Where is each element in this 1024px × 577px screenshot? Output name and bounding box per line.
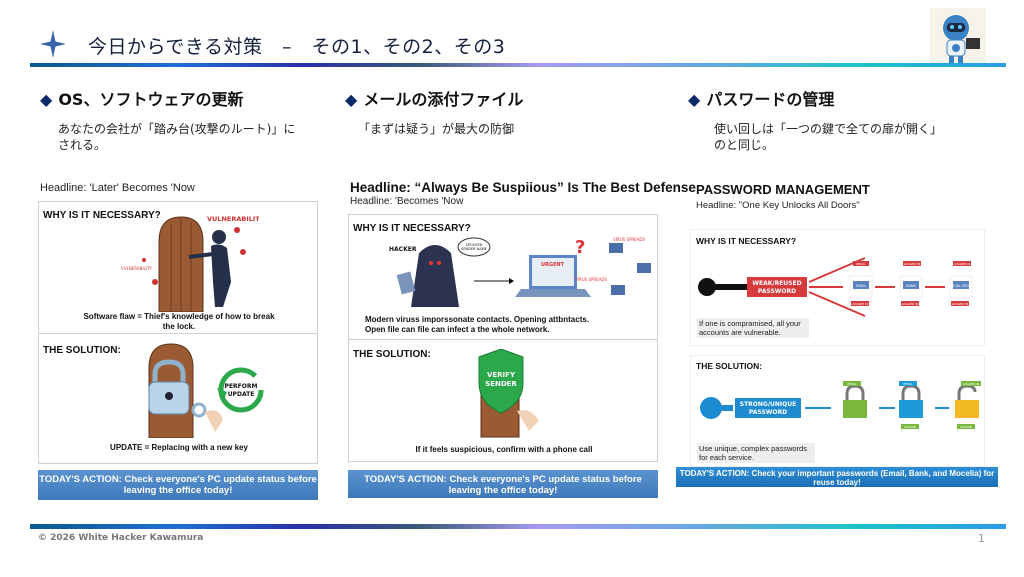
svg-text:?: ? — [575, 237, 585, 258]
svg-text:LOGGED IN: LOGGED IN — [963, 382, 980, 386]
svg-text:LOGGED IN: LOGGED IN — [952, 302, 969, 306]
panel3-headline: Headline: "One Key Unlocks All Doors" — [696, 200, 860, 211]
svg-text:VIRUS SPREADS: VIRUS SPREADS — [575, 277, 608, 282]
four-point-star-icon — [40, 30, 66, 58]
why-label: WHY IS IT NECESSARY? — [353, 223, 471, 234]
svg-text:UPDATE: UPDATE — [228, 391, 255, 398]
vulnerability-label: VULNERABILITY — [207, 215, 259, 223]
svg-text:LOGGED IN: LOGGED IN — [954, 262, 971, 266]
panel1-headline: Headline: 'Later' Becomes 'Now — [40, 182, 195, 194]
todays-action-banner: TODAY'S ACTION: Check your important pas… — [676, 467, 998, 487]
panel2-subheadline: Headline: 'Becomes 'Now — [350, 196, 464, 207]
diamond-icon: ◆ — [345, 90, 358, 109]
todays-action-banner: TODAY'S ACTION: Check everyone's PC upda… — [38, 470, 318, 500]
diamond-icon: ◆ — [40, 90, 53, 109]
robot-mascot-icon — [930, 8, 986, 64]
why-label: WHY IS IT NECESSARY? — [43, 210, 161, 221]
section-text-password: 使い回しは「一つの鍵で全ての扉が開く」のと同じ。 — [714, 122, 943, 152]
door-thief-illustration: VULNERABILITY VULNERABILITY — [121, 215, 259, 312]
svg-text:STRONG/UNIQUE: STRONG/UNIQUE — [740, 401, 796, 408]
section-text-os: あなたの会社が「踏み台(攻撃のルート)」にされる。 — [58, 122, 296, 152]
svg-text:EMAIL: EMAIL — [856, 262, 865, 266]
svg-text:SOCIAL MEDIA: SOCIAL MEDIA — [948, 284, 974, 288]
svg-text:PASSWORD: PASSWORD — [749, 409, 787, 416]
svg-text:SENDER NAME: SENDER NAME — [461, 247, 487, 251]
svg-text:EMAIL: EMAIL — [847, 382, 856, 386]
page-title: 今日からできる対策 – その1、その2、その3 — [88, 36, 506, 58]
why-caption: Modern viruss imporssonate contacts. Ope… — [365, 315, 590, 334]
svg-text:SPOOFED: SPOOFED — [466, 243, 483, 247]
svg-text:HACKER: HACKER — [389, 246, 417, 253]
copyright: © 2026 White Hacker Kawamura — [38, 533, 204, 543]
section-heading-password: ◆パスワードの管理 — [688, 90, 835, 109]
why-caption: If one is compramised, all your accounts… — [697, 318, 809, 338]
svg-text:LOGGED IN: LOGGED IN — [902, 302, 919, 306]
solution-label: THE SOLUTION: — [43, 345, 121, 356]
section-heading-os-update: ◆OS、ソフトウェアの更新 — [40, 90, 244, 109]
section-text-email: 「まずは疑う」が最大の防御 — [358, 122, 515, 136]
solution-caption: Use unique, complex passwords for each s… — [697, 443, 815, 463]
svg-text:EMAIL: EMAIL — [856, 284, 867, 288]
svg-text:EMAIL: EMAIL — [903, 382, 912, 386]
svg-text:WEAK/REUSED: WEAK/REUSED — [752, 280, 801, 287]
why-caption: Software flaw = Thief's knowledge of how… — [83, 312, 275, 331]
panel3-title: PASSWORD MANAGEMENT — [696, 182, 870, 197]
svg-text:PERFORM: PERFORM — [225, 383, 258, 390]
svg-text:SECURE: SECURE — [960, 425, 972, 429]
svg-text:VULNERABILITY: VULNERABILITY — [121, 266, 153, 271]
svg-text:SENDER: SENDER — [485, 380, 517, 388]
svg-text:VERIFY: VERIFY — [487, 371, 516, 379]
svg-text:VIRUS SPREADS: VIRUS SPREADS — [613, 237, 646, 242]
section-heading-email-attachments: ◆メールの添付ファイル — [345, 90, 524, 109]
svg-text:BANK: BANK — [906, 284, 916, 288]
svg-text:URGENT: URGENT — [541, 262, 565, 268]
todays-action-banner: TODAY'S ACTION: Check everyone's PC upda… — [348, 470, 658, 498]
solution-caption: If it feels suspicious, confirm with a p… — [415, 445, 593, 454]
svg-text:LOGGED IN: LOGGED IN — [904, 262, 921, 266]
solution-caption: UPDATE = Replacing with a new key — [110, 443, 248, 452]
footer-divider — [30, 524, 1006, 529]
page-number: 1 — [978, 532, 985, 545]
svg-text:LOGGED IN: LOGGED IN — [852, 302, 869, 306]
panel-divider — [39, 333, 317, 334]
panel2-headline: Headline: “Always Be Suspiious” Is The B… — [350, 180, 696, 195]
panel-divider — [349, 339, 657, 340]
solution-label: THE SOLUTION: — [353, 349, 431, 360]
svg-text:SECURE: SECURE — [904, 425, 916, 429]
header-divider — [30, 63, 1006, 67]
diamond-icon: ◆ — [688, 90, 701, 109]
svg-text:PASSWORD: PASSWORD — [758, 288, 796, 295]
